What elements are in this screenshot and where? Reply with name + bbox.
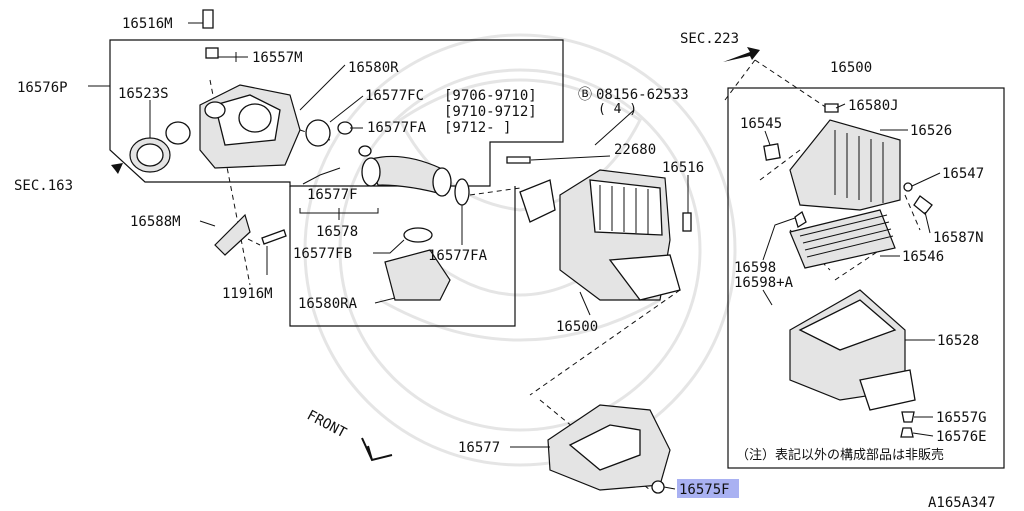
bolt-prefix: Ⓑ — [578, 87, 592, 103]
label-16576P: 16576P — [17, 80, 68, 96]
label-16587N: 16587N — [933, 230, 984, 246]
label-16526: 16526 — [910, 123, 952, 139]
upper-case-16526 — [789, 119, 901, 211]
label-16557G: 16557G — [936, 410, 987, 426]
label-16546: 16546 — [902, 249, 944, 265]
label-16580J: 16580J — [848, 98, 899, 114]
label-16598A: 16598+A — [734, 275, 794, 291]
labels: 16516M 16557M 16580R 16576P 16523S 16577… — [14, 16, 995, 511]
grommet-16557G — [901, 411, 915, 423]
washer-16547 — [903, 182, 913, 192]
air-cleaner-16500 — [519, 169, 681, 301]
label-sec223: SEC.223 — [680, 31, 739, 47]
grommet-16557M — [205, 47, 219, 59]
label-16575F: 16575F — [679, 482, 730, 498]
label-16577F: 16577F — [307, 187, 358, 203]
label-16576E: 16576E — [936, 429, 987, 445]
clip-16598 — [794, 210, 807, 229]
nut-16575F — [651, 480, 665, 494]
bolt-22680 — [506, 156, 531, 164]
assembly-box-16576P — [109, 39, 564, 187]
arrow-front-icon — [361, 437, 393, 462]
stud-16576E — [900, 427, 914, 438]
figure-code: A165A347 — [928, 495, 995, 511]
label-date-9710: [9710-9712] — [444, 104, 537, 120]
label-16577: 16577 — [458, 440, 500, 456]
air-hose-16578 — [358, 145, 452, 197]
clip-16580J — [824, 103, 839, 113]
label-16577FC: 16577FC — [365, 88, 424, 104]
bolt-11916M — [261, 229, 287, 245]
arrow-sec163-icon — [87, 163, 123, 185]
label-16547: 16547 — [942, 166, 984, 182]
label-16523S: 16523S — [118, 86, 169, 102]
label-11916M: 11916M — [222, 286, 273, 302]
label-16528: 16528 — [937, 333, 979, 349]
filter-element-16546 — [789, 209, 896, 269]
label-date-9706: [9706-9710] — [444, 88, 537, 104]
label-date-9712: [9712- ] — [444, 120, 511, 136]
leader-lines — [88, 22, 941, 490]
clamp-16577FA-bottom — [454, 178, 470, 206]
label-front: FRONT — [304, 407, 349, 441]
label-16545: 16545 — [740, 116, 782, 132]
label-16577FB: 16577FB — [293, 246, 352, 262]
assembly-box-16500 — [727, 87, 1005, 469]
clamp-16577FA-top — [337, 121, 353, 135]
label-16516M: 16516M — [122, 16, 173, 32]
bolt-16587N — [913, 195, 933, 215]
label-16557M: 16557M — [252, 50, 303, 66]
label-16500-box: 16500 — [830, 60, 872, 76]
resonator-16580RA — [384, 249, 451, 301]
lower-case-16528 — [789, 289, 916, 411]
assembly-box-16580R — [289, 186, 516, 327]
label-16500-main: 16500 — [556, 319, 598, 335]
label-16580R: 16580R — [348, 60, 399, 76]
note-not-for-sale: （注）表記以外の構成部品は非販売 — [736, 447, 944, 463]
label-16598: 16598 — [734, 260, 776, 276]
clamp-16577FB — [403, 227, 433, 243]
bolt-16516 — [682, 212, 692, 232]
label-16577FA-bottom: 16577FA — [428, 248, 488, 264]
clamp-16577FC — [305, 119, 331, 147]
bolt-qty: ( 4 ) — [598, 102, 637, 117]
highlight-16575F — [677, 479, 739, 498]
resonator-housing — [199, 84, 301, 169]
lower-duct-16577 — [547, 404, 671, 491]
label-16577FA-top: 16577FA — [367, 120, 427, 136]
label-16545 — [763, 143, 781, 161]
intake-ring — [129, 121, 191, 173]
label-16516: 16516 — [662, 160, 704, 176]
label-22680: 22680 — [614, 142, 656, 158]
label-16588M: 16588M — [130, 214, 181, 230]
bolt-code: 08156-62533 — [596, 87, 689, 103]
screw-16516M — [202, 9, 214, 29]
bracket-16588M — [214, 213, 251, 256]
label-sec163: SEC.163 — [14, 178, 73, 194]
arrow-sec223-icon — [723, 47, 760, 62]
label-16578: 16578 — [316, 224, 358, 240]
label-16580RA: 16580RA — [298, 296, 358, 312]
